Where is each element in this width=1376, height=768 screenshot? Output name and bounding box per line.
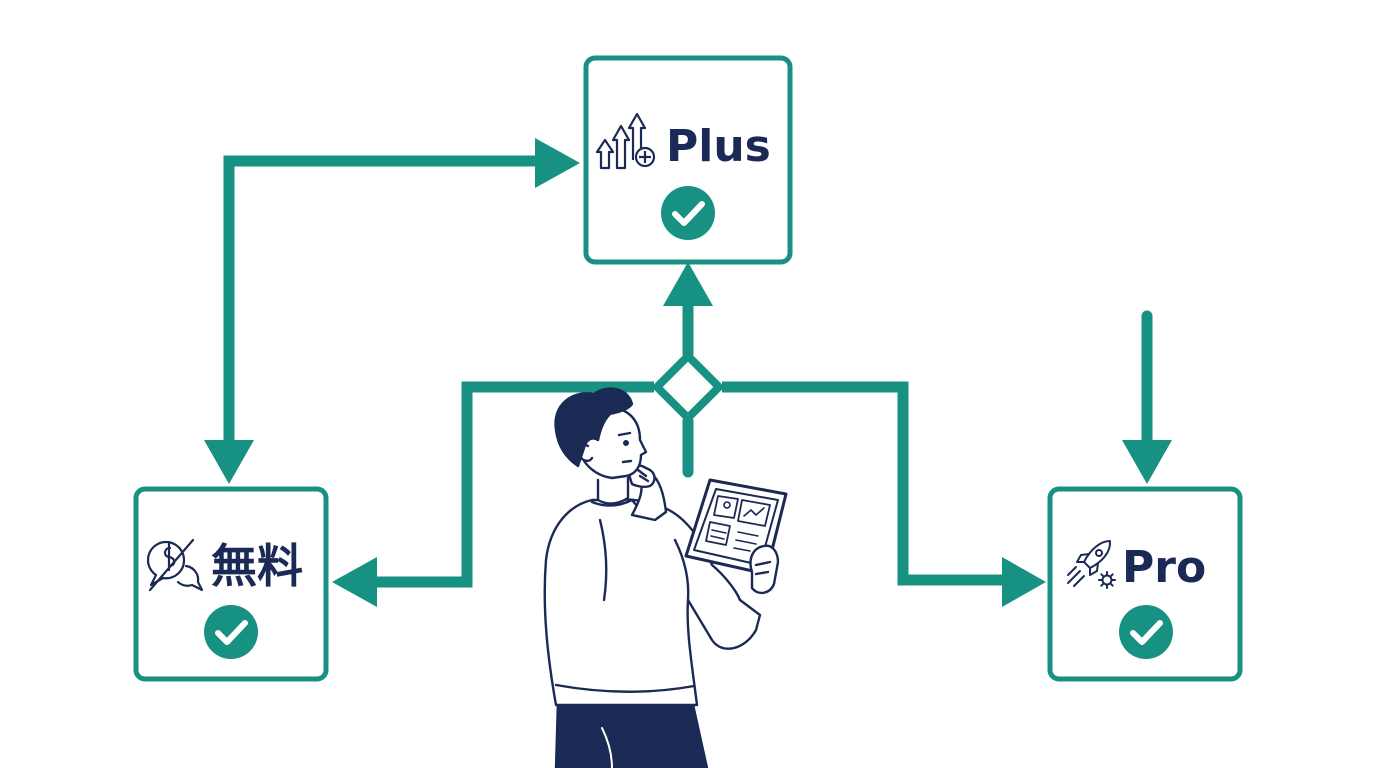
growth-arrows-icon <box>595 112 656 170</box>
person-torso <box>543 498 762 707</box>
node-free-label: 無料 <box>211 539 303 593</box>
connector-decision-to-free <box>370 381 654 588</box>
node-plus: Plus <box>583 55 793 265</box>
arrowhead-to-free-top <box>204 440 254 484</box>
arrowhead-to-pro-left <box>1002 557 1046 607</box>
decision-diamond <box>651 350 725 424</box>
node-free: 無料 <box>133 486 329 682</box>
node-pro: Pro <box>1047 486 1243 682</box>
arrowhead-to-pro-top <box>1122 440 1172 484</box>
rocket-gear-icon <box>1067 540 1116 589</box>
connector-decision-to-pro <box>722 381 1008 586</box>
arrowhead-to-free-right <box>332 557 377 607</box>
person-trousers <box>554 698 709 768</box>
node-plus-label: Plus <box>666 121 771 172</box>
connector-free-to-plus <box>223 155 540 445</box>
check-icon <box>1119 605 1173 659</box>
no-money-icon <box>146 538 204 592</box>
arrowhead-to-plus-left <box>535 138 580 188</box>
thinking-person-illustration <box>543 387 788 768</box>
person-hand-tablet <box>749 544 780 595</box>
node-pro-label: Pro <box>1122 542 1206 593</box>
check-icon <box>204 605 258 659</box>
check-icon <box>661 186 715 240</box>
person-hair <box>554 387 634 468</box>
arrowhead-to-plus-bottom <box>663 262 713 306</box>
